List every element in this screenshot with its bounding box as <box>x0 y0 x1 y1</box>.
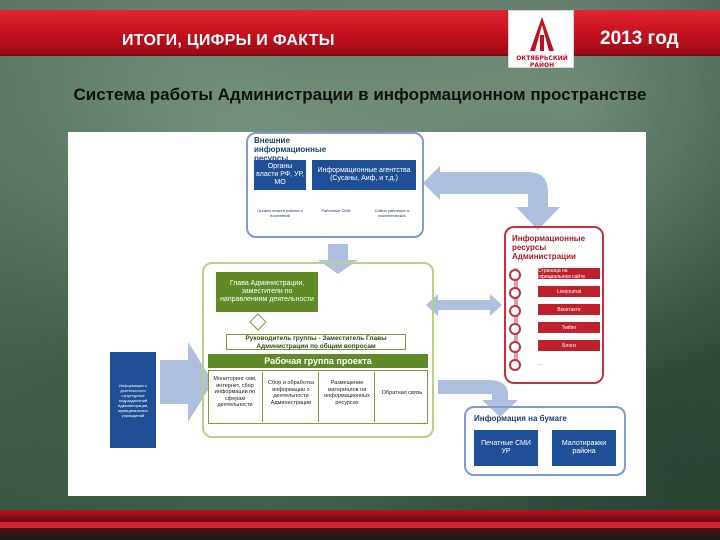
external-resources-title: Внешние информационные ресурсы <box>254 136 327 163</box>
left-info-box: Информация о деятельности структурных по… <box>110 352 156 448</box>
admin-resource-item: Twitter <box>538 322 600 333</box>
emblem-icon <box>530 17 554 51</box>
resource-bullet <box>509 323 521 335</box>
resource-bullet <box>509 269 521 281</box>
admin-resource-item: Страница на официальном сайте <box>538 267 600 280</box>
admin-resource-label: Страница на официальном сайте <box>538 267 586 280</box>
admin-resource-item: Блоги <box>538 340 600 351</box>
paper-frame <box>464 406 626 476</box>
logo-text: ОКТЯБРЬСКИЙ РАЙОН <box>516 55 568 69</box>
resource-bullet <box>509 359 521 371</box>
external-sub-sites: Сайты районных и поселенческих <box>374 208 410 218</box>
footer-stripe <box>0 522 720 528</box>
resource-bullet <box>509 305 521 317</box>
work-group-divider <box>318 372 319 422</box>
work-group-cell: Сбор и обработка информации о деятельнос… <box>268 380 314 406</box>
external-sub-media: Районные СМИ <box>321 208 351 213</box>
admin-resource-label: Блоги <box>562 342 576 349</box>
paper-box-local: Малотиражки района <box>552 430 616 466</box>
admin-resource-item: Livejournal <box>538 286 600 297</box>
admin-resource-label: ... <box>538 360 543 367</box>
paper-title: Информация на бумаге <box>474 414 567 423</box>
work-group-cell: Размещение материалов на информационных … <box>324 380 370 406</box>
admin-resources-frame <box>504 226 604 384</box>
work-group-cell: Обратная связь <box>381 390 423 396</box>
admin-resource-item: ... <box>538 358 600 369</box>
external-sub-authorities: Органы власти района и поселений <box>257 208 303 218</box>
external-box-agencies: Информационные агентства (Сусаны, Аиф, и… <box>312 160 416 190</box>
work-group-cell: Мониторинг сми, интернет, сбор информаци… <box>213 376 257 408</box>
admin-resource-label: Вконтакте <box>557 306 581 313</box>
paper-box-print: Печатные СМИ УР <box>474 430 538 466</box>
administration-frame <box>202 262 434 438</box>
resource-bullet <box>509 287 521 299</box>
slide-title: Система работы Администрации в информаци… <box>73 85 647 104</box>
header-title: ИТОГИ, ЦИФРЫ И ФАКТЫ <box>122 32 335 49</box>
work-group-divider <box>374 372 375 422</box>
diagram: Внешние информационные ресурсы Органы вл… <box>68 132 646 496</box>
work-group-divider <box>262 372 263 422</box>
logo: ОКТЯБРЬСКИЙ РАЙОН <box>508 10 574 69</box>
work-group-title: Рабочая группа проекта <box>208 354 428 368</box>
header-bar <box>0 10 720 56</box>
head-box: Глава Администрации, заместители по напр… <box>216 272 318 312</box>
group-leader-box: Руководитель группы - Заместитель Главы … <box>226 334 406 350</box>
diagram-arrows <box>160 166 560 422</box>
external-resources-frame <box>246 132 424 238</box>
resource-bullet <box>509 341 521 353</box>
admin-resources-line <box>514 268 518 368</box>
admin-resource-label: Livejournal <box>556 288 582 295</box>
admin-resource-item: Вконтакте <box>538 304 600 315</box>
admin-resources-title: Информационные ресурсы Администрации <box>512 234 586 261</box>
header-year: 2013 год <box>600 28 679 49</box>
external-box-authorities: Органы власти РФ, УР, МО <box>254 160 306 190</box>
admin-resource-label: Twitter <box>561 324 577 331</box>
